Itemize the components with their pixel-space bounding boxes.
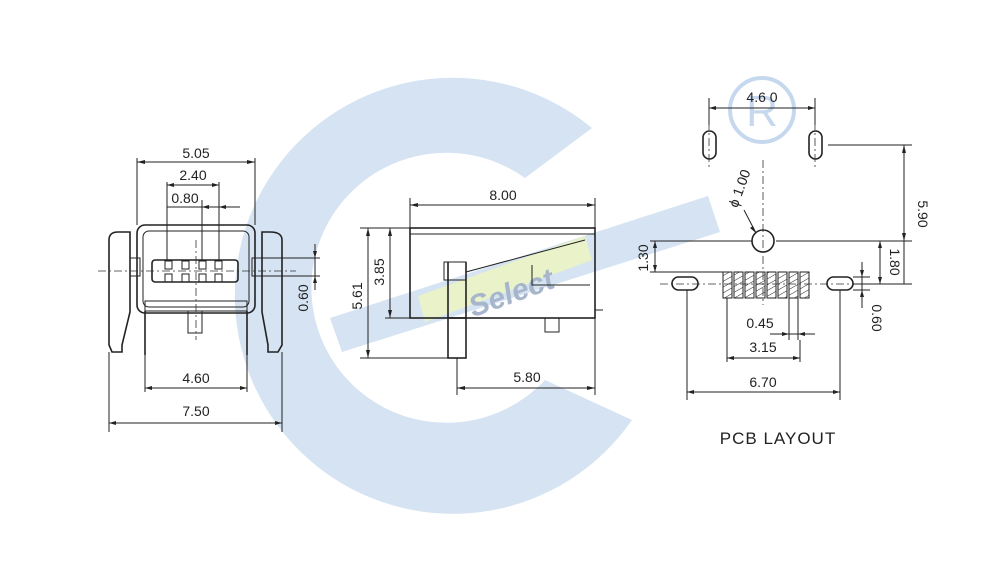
front-left-flange xyxy=(108,231,131,353)
pcb-right-pad xyxy=(826,276,854,291)
dim-pcb-hole-offset-right: 1.80 xyxy=(887,248,903,275)
registered-mark-circle xyxy=(728,76,796,144)
pcb-contact-pad-2 xyxy=(733,271,744,299)
pcb-contact-pad-1 xyxy=(722,271,733,299)
front-contact-5 xyxy=(164,273,173,283)
front-contact-7 xyxy=(198,273,207,283)
dim-front-tab-height: 0.60 xyxy=(295,284,311,311)
dim-side-rear-length: 5.80 xyxy=(513,369,540,385)
dim-side-body-height: 3.85 xyxy=(371,258,387,285)
front-view: 5.05 2.40 0.80 0.60 4.60 7.50 xyxy=(98,145,320,432)
side-view: 8.00 5.61 3.85 5.80 xyxy=(349,187,603,395)
front-contact-8 xyxy=(214,273,223,283)
watermark-green-bar xyxy=(418,236,592,322)
dim-side-length: 8.00 xyxy=(489,187,516,203)
front-right-tab xyxy=(251,257,263,277)
side-body xyxy=(409,227,596,319)
side-front-leg xyxy=(447,317,467,359)
dim-front-top-width: 5.05 xyxy=(182,145,209,161)
dim-pcb-hole-offset-left: 1.30 xyxy=(635,244,651,271)
pcb-left-slot xyxy=(702,130,717,160)
dim-front-pitch: 0.80 xyxy=(171,190,198,206)
dim-front-overall-width: 7.50 xyxy=(182,403,209,419)
dim-front-leg-span: 4.60 xyxy=(182,370,209,386)
pcb-contact-pad-8 xyxy=(799,271,810,299)
pcb-contact-pad-4 xyxy=(755,271,766,299)
dim-pcb-hole-diameter: ϕ 1.00 xyxy=(725,167,753,209)
pcb-layout-view: 4.6 0 ϕ 1.00 5.90 1.80 1.30 0.60 xyxy=(635,89,931,448)
front-shell-outer xyxy=(136,224,256,314)
pcb-layout-title: PCB LAYOUT xyxy=(720,429,836,448)
side-rear-foot xyxy=(544,317,560,333)
front-center-post xyxy=(187,310,203,334)
dim-pcb-pad-span: 3.15 xyxy=(749,339,776,355)
front-contact-6 xyxy=(181,273,190,283)
front-contact-3 xyxy=(198,260,207,270)
dim-pcb-pad-height: 0.60 xyxy=(869,304,885,331)
registered-mark-letter: R xyxy=(746,87,778,136)
dim-side-height: 5.61 xyxy=(349,282,365,309)
side-spring xyxy=(465,239,590,286)
pcb-contact-pad-7 xyxy=(788,271,799,299)
pcb-contact-pad-5 xyxy=(766,271,777,299)
side-latch xyxy=(447,262,467,318)
dim-pcb-slot-to-hole: 5.90 xyxy=(915,200,931,227)
watermark-ring xyxy=(234,77,632,514)
dim-pcb-slot-span: 4.6 0 xyxy=(746,89,777,105)
front-left-tab xyxy=(129,257,141,277)
pcb-right-slot xyxy=(808,130,823,160)
front-right-flange xyxy=(261,231,283,353)
dim-pcb-pad-width: 0.45 xyxy=(746,315,773,331)
pcb-left-pad xyxy=(671,276,699,291)
front-contact-2 xyxy=(181,260,190,270)
watermark: Select R xyxy=(234,76,796,514)
front-contact-4 xyxy=(214,260,223,270)
pcb-contact-pad-6 xyxy=(777,271,788,299)
dim-pcb-outer-span: 6.70 xyxy=(749,374,776,390)
front-contact-1 xyxy=(164,260,173,270)
pcb-contact-pad-3 xyxy=(744,271,755,299)
dim-front-inner-width: 2.40 xyxy=(179,167,206,183)
